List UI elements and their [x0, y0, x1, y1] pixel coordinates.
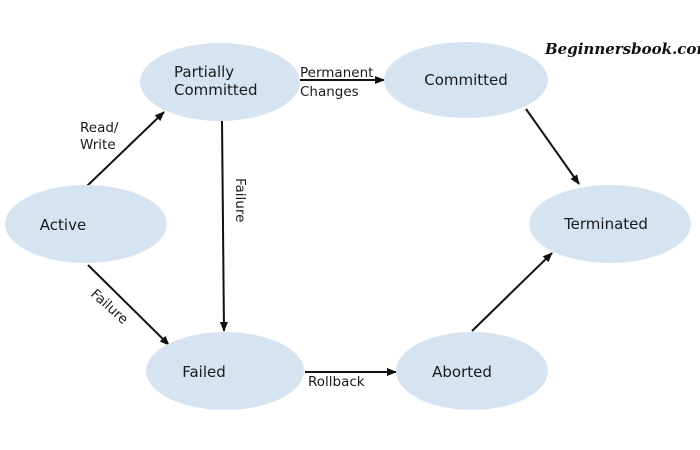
edge-label-read-write-line2: Write — [80, 137, 116, 153]
edge-label-permanent-changes-line1: Permanent — [300, 65, 373, 81]
state-partially-committed-label-line1: Partially — [174, 63, 234, 81]
state-terminated-label: Terminated — [563, 215, 648, 233]
edge-label-permanent-changes-line2: Changes — [300, 84, 359, 100]
edge-aborted-to-terminated — [471, 252, 553, 332]
edge-active-to-failed — [87, 264, 170, 346]
state-aborted-label: Aborted — [432, 363, 492, 381]
state-partially-committed-label-line2: Committed — [174, 81, 258, 99]
state-committed: Committed — [384, 42, 548, 118]
edge-partially-committed-to-failed — [219, 119, 228, 332]
state-active-label: Active — [40, 216, 86, 234]
state-terminated: Terminated — [529, 185, 691, 263]
state-aborted: Aborted — [396, 332, 548, 410]
edge-label-failure-diagonal: Failure — [87, 286, 131, 328]
state-failed-label: Failed — [182, 363, 226, 381]
state-failed: Failed — [146, 332, 304, 410]
edge-label-read-write-line1: Read/ — [80, 120, 119, 136]
state-committed-label: Committed — [424, 71, 508, 89]
watermark-logo: Beginnersbook.com — [544, 40, 700, 58]
state-active: Active — [5, 185, 167, 263]
edge-label-rollback: Rollback — [308, 374, 365, 390]
edge-active-to-partially-committed — [86, 111, 165, 187]
edge-label-failure-vertical: Failure — [232, 178, 248, 222]
state-partially-committed: Partially Committed — [140, 43, 300, 121]
edge-committed-to-terminated — [525, 108, 580, 185]
